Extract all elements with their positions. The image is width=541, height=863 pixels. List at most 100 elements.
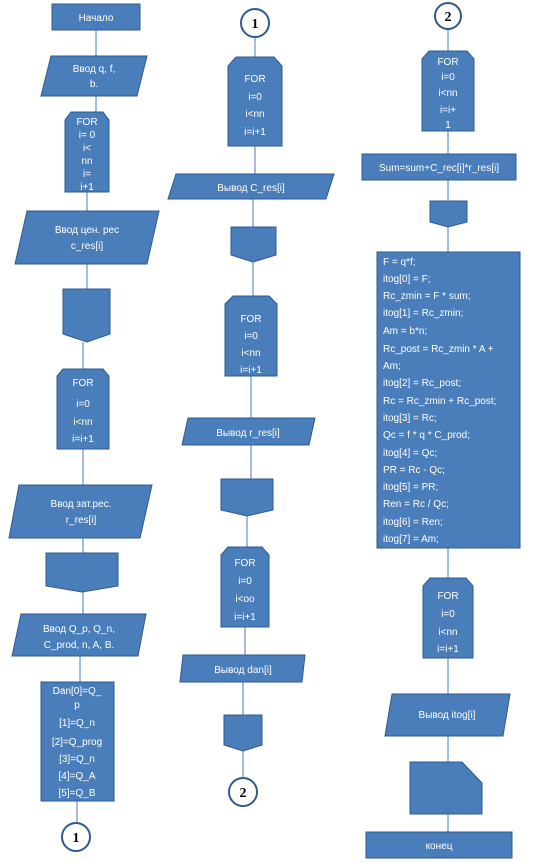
svg-text:i=i+1: i=i+1 [240, 365, 262, 376]
sum-calculation: Sum=sum+C_rec[i]*r_res[i] [361, 153, 517, 181]
svg-text:Rc = Rc_zmin + Rc_post;: Rc = Rc_zmin + Rc_post; [383, 396, 496, 407]
svg-text:itog[4] = Qc;: itog[4] = Qc; [383, 448, 437, 459]
svg-text:Вывод itog[i]: Вывод itog[i] [419, 710, 476, 721]
svg-text:i<nn: i<nn [241, 348, 260, 359]
start-label: Начало [79, 13, 114, 24]
svg-text:itog[5] = PR;: itog[5] = PR; [383, 482, 438, 493]
loop-1-for: FOR i= 0 i< nn i= i+1 [64, 111, 110, 193]
col2-loop-3-for: FOR i=0 i<oo i=i+1 [220, 546, 270, 628]
col2-loop-3-end [223, 714, 263, 752]
connector-1-out: 1 [61, 822, 91, 852]
svg-text:i=0: i=0 [238, 576, 252, 587]
svg-text:i<nn: i<nn [438, 627, 457, 638]
connector-1-in: 1 [240, 8, 270, 38]
svg-text:i=i+1: i=i+1 [72, 434, 94, 445]
svg-text:itog[7] = Am;: itog[7] = Am; [383, 534, 439, 545]
input-r-res: Ввод зат.рес. r_res[i] [8, 484, 153, 539]
svg-text:Ввод цен. рес: Ввод цен. рес [55, 225, 119, 236]
svg-text:[4]=Q_A: [4]=Q_A [59, 771, 96, 782]
svg-text:i=0: i=0 [441, 609, 455, 620]
svg-text:1: 1 [445, 120, 451, 131]
col3-loop-1-end [429, 200, 468, 228]
svg-text:Sum=sum+C_rec[i]*r_res[i]: Sum=sum+C_rec[i]*r_res[i] [379, 163, 499, 174]
svg-text:FOR: FOR [76, 117, 97, 128]
svg-text:nn: nn [81, 156, 92, 167]
output-c-res: Вывод C_res[i] [167, 173, 335, 200]
svg-text:FOR: FOR [234, 558, 255, 569]
svg-text:i=i+: i=i+ [440, 105, 456, 116]
svg-text:Am;: Am; [383, 361, 401, 372]
svg-text:FOR: FOR [240, 314, 261, 325]
svg-text:Rc_zmin = F * sum;: Rc_zmin = F * sum; [383, 291, 471, 302]
svg-text:i+1: i+1 [80, 182, 94, 193]
col2-loop-2-end [220, 478, 274, 517]
svg-text:i<: i< [83, 143, 91, 154]
svg-text:i=i+1: i=i+1 [234, 612, 256, 623]
svg-text:Am = b*n;: Am = b*n; [383, 326, 427, 337]
connector-2-in: 2 [434, 2, 462, 30]
result-calculation: F = q*f; itog[0] = F; Rc_zmin = F * sum;… [376, 251, 521, 549]
svg-text:itog[3] = Rc;: itog[3] = Rc; [383, 413, 437, 424]
end-terminator: конец [365, 831, 513, 859]
svg-text:itog[0] = F;: itog[0] = F; [383, 274, 431, 285]
col3-loop-2-for: FOR i=0 i<nn i=i+1 [422, 577, 474, 659]
col2-loop-1-end [230, 226, 277, 263]
svg-text:Вывод dan[i]: Вывод dan[i] [214, 665, 272, 676]
svg-text:1: 1 [73, 831, 80, 846]
svg-text:[1]=Q_n: [1]=Q_n [59, 718, 95, 729]
svg-text:b.: b. [90, 79, 98, 90]
svg-text:i=i+1: i=i+1 [437, 644, 459, 655]
svg-text:Ввод Q_p, Q_n,: Ввод Q_p, Q_n, [43, 624, 115, 635]
svg-text:[5]=Q_B: [5]=Q_B [59, 788, 96, 799]
svg-text:Вывод r_res[i]: Вывод r_res[i] [216, 428, 280, 439]
loop-2-end [45, 552, 119, 593]
svg-text:Rc_post = Rc_zmin * A +: Rc_post = Rc_zmin * A + [383, 344, 494, 355]
svg-text:2: 2 [445, 10, 452, 25]
svg-text:Qc = f * q * C_prod;: Qc = f * q * C_prod; [383, 430, 470, 441]
svg-text:i= 0: i= 0 [79, 130, 96, 141]
svg-text:i<oo: i<oo [235, 594, 255, 605]
col3-loop-1-for: FOR i=0 i<nn i=i+ 1 [421, 50, 475, 132]
svg-text:i=: i= [83, 169, 91, 180]
flow-lines [76, 29, 449, 832]
svg-text:i<nn: i<nn [438, 88, 457, 99]
svg-text:Вывод C_res[i]: Вывод C_res[i] [217, 183, 285, 194]
input-q-f-b: Ввод q, f, b. [40, 55, 148, 97]
svg-text:itog[6] = Ren;: itog[6] = Ren; [383, 517, 443, 528]
loop-1-end [62, 288, 111, 343]
svg-text:c_res[i]: c_res[i] [71, 241, 103, 252]
input-q-params: Ввод Q_p, Q_n, C_prod, n, A, B. [11, 613, 147, 657]
svg-text:FOR: FOR [437, 591, 458, 602]
svg-text:[3]=Q_n: [3]=Q_n [59, 754, 95, 765]
input-c-res: Ввод цен. рес c_res[i] [14, 210, 160, 265]
col2-loop-1-for: FOR i=0 i<nn i=i+1 [227, 56, 283, 147]
output-dan: Вывод dan[i] [179, 654, 306, 683]
svg-text:i=i+1: i=i+1 [244, 127, 266, 138]
svg-text:itog[2] = Rc_post;: itog[2] = Rc_post; [383, 378, 461, 389]
svg-text:FOR: FOR [437, 57, 458, 68]
svg-text:C_prod, n, A, B.: C_prod, n, A, B. [44, 640, 115, 651]
svg-text:Ren = Rc / Qc;: Ren = Rc / Qc; [383, 499, 449, 510]
svg-text:i=0: i=0 [441, 72, 455, 83]
svg-text:itog[1] = Rc_zmin;: itog[1] = Rc_zmin; [383, 308, 463, 319]
connector-2-out: 2 [228, 777, 258, 807]
col3-loop-2-end [409, 761, 483, 815]
svg-text:FOR: FOR [72, 378, 93, 389]
svg-text:Ввод q, f,: Ввод q, f, [73, 64, 116, 75]
output-itog: Вывод itog[i] [384, 693, 511, 737]
output-r-res: Вывод r_res[i] [181, 417, 316, 446]
col2-loop-2-for: FOR i=0 i<nn i=i+1 [224, 295, 278, 377]
svg-text:i=0: i=0 [76, 399, 90, 410]
svg-text:i<nn: i<nn [73, 417, 92, 428]
svg-text:i=0: i=0 [244, 331, 258, 342]
svg-text:1: 1 [252, 17, 259, 32]
dan-assignment: Dan[0]=Q_ p [1]=Q_n [2]=Q_prog [3]=Q_n [… [40, 681, 115, 802]
svg-text:Ввод зат.рес.: Ввод зат.рес. [51, 499, 112, 510]
end-label: конец [426, 841, 453, 852]
svg-text:p: p [74, 700, 80, 711]
loop-2-for: FOR i=0 i<nn i=i+1 [56, 368, 110, 450]
svg-text:PR = Rc - Qc;: PR = Rc - Qc; [383, 465, 445, 476]
svg-text:i<nn: i<nn [245, 109, 264, 120]
svg-text:2: 2 [240, 786, 247, 801]
